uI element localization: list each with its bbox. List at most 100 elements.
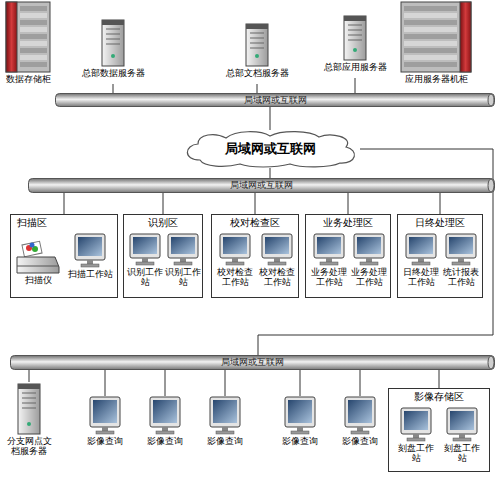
monitor-base [216,431,234,434]
cabinet-bay [404,48,457,53]
network-link [225,370,226,396]
zone-title: 识别区 [124,215,202,229]
node-label: 识别工作站 [165,267,201,287]
server-led [255,54,259,58]
monitor-stand [102,427,108,431]
workstation-node: 业务处理工作站 [349,233,389,295]
zone-box: 日终处理区日终处理工作站统计报表工作站 [397,214,483,298]
zone-box: 校对检查区校对检查工作站校对检查工作站 [211,214,299,298]
monitor-frame [75,234,105,260]
workstation-node: 扫描工作站 [65,233,115,295]
monitor-base [351,431,369,434]
monitor-base [156,431,174,434]
workstation-icon [441,407,483,443]
monitor-stand [418,258,424,262]
monitor-stand [326,258,332,262]
node-label: 扫描仪 [15,275,61,285]
monitor-stand [458,258,464,262]
server-top [102,20,124,25]
monitor-screen [133,237,157,254]
zone-title: 校对检查区 [212,215,298,229]
workstation-node: 影像查询 [200,396,250,456]
server-slot [348,35,362,36]
monitor-screen [450,411,474,430]
node-label: 识别工作站 [127,267,163,287]
workstation-node: 影像查询 [335,396,385,456]
workstation-node: 影像查询 [80,396,130,456]
network-link [165,370,166,396]
node-label: 扫描工作站 [65,269,115,279]
node-label: 局域网或互联网 [10,355,495,370]
monitor-stand [274,258,280,262]
monitor-stand [162,427,168,431]
monitor-base [453,438,471,441]
cabinet-bay [404,55,457,60]
network-link [270,168,271,178]
server-led [27,422,31,426]
node-label: 总部数据服务器 [78,68,148,78]
cabinet-side [460,2,471,72]
zone-title: 业务处理区 [306,215,390,229]
monitor-frame [210,397,240,427]
monitor-stand [366,258,372,262]
cabinet-icon [398,0,474,74]
monitor-frame [90,397,120,427]
node-label: 业务处理工作站 [309,267,349,287]
workstation-node: 业务处理工作站 [309,233,349,295]
zone-box: 扫描区扫描仪扫描工作站 [10,214,118,298]
server-icon [5,382,53,436]
server-node: 总部文档服务器 [222,22,292,84]
workstation-icon [309,233,349,267]
monitor-screen [357,237,381,254]
monitor-stand [142,258,148,262]
monitor-base [407,438,425,441]
workstation-icon [165,233,201,267]
server-slot [22,403,36,404]
monitor-screen [78,237,102,256]
monitor-frame [447,408,477,434]
bus-pipe [29,179,495,193]
node-label: 日终处理工作站 [401,267,441,287]
server-slot [22,393,36,394]
monitor-stand [222,427,228,431]
monitor-screen [265,237,289,254]
monitor-screen [93,400,117,423]
workstation-node: 校对检查工作站 [215,233,255,295]
server-body [18,384,40,434]
bus-cap [488,179,494,192]
node-label: 业务处理工作站 [349,267,389,287]
server-led [111,54,115,58]
cabinet-bay [404,27,457,32]
server-slot [348,25,362,26]
server-slot [348,40,362,41]
cabinet-body [401,2,471,72]
server-icon [320,14,390,62]
server-body [246,24,268,66]
cabinet-bay [20,41,47,46]
monitor-base [268,262,286,265]
monitor-stand [180,258,186,262]
server-top [246,24,268,29]
monitor-base [81,264,99,267]
node-label: 影像查询 [335,436,385,446]
monitor-base [226,262,244,265]
cabinet-bay [404,20,457,25]
cabinet-bay [404,34,457,39]
monitor-screen [213,400,237,423]
monitor-stand [87,260,93,264]
monitor-stand [413,434,419,438]
network-link [360,370,361,396]
network-link [105,370,106,396]
workstation-node: 日终处理工作站 [401,233,441,295]
server-icon [78,18,148,68]
node-label: 影像查询 [80,436,130,446]
server-slot [250,33,264,34]
workstation-node: 影像查询 [275,396,325,456]
cabinet-bay [404,13,457,18]
cabinet-side [6,2,17,72]
cabinet-icon [3,0,53,74]
scanner-node: 扫描仪 [15,239,61,295]
zone-box: 业务处理区业务处理工作站业务处理工作站 [305,214,391,298]
cabinet-bay [20,20,47,25]
